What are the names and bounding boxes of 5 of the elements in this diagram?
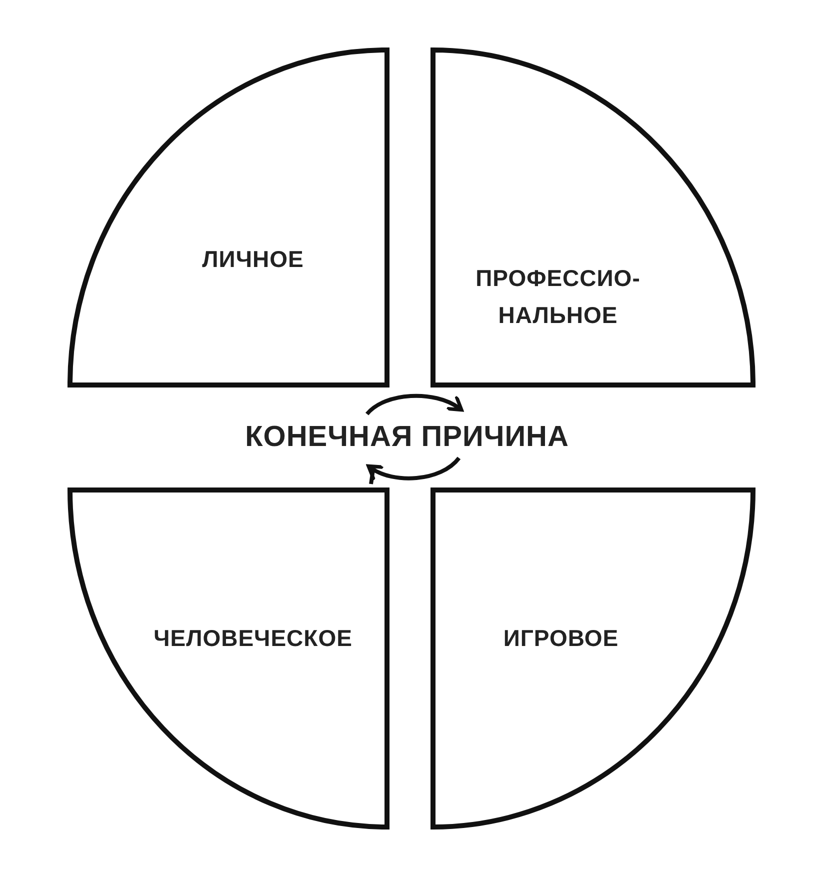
quadrant-label: ЛИЧНОЕ [201,245,305,274]
center-label: КОНЕЧНАЯ ПРИЧИНА [244,421,570,454]
quadrant-label: ИГРОВОЕ [502,624,620,653]
quadrant-label: ЧЕЛОВЕЧЕСКОЕ [152,624,354,653]
quadrant-label: ПРОФЕССИО- НАЛЬНОЕ [474,264,642,330]
